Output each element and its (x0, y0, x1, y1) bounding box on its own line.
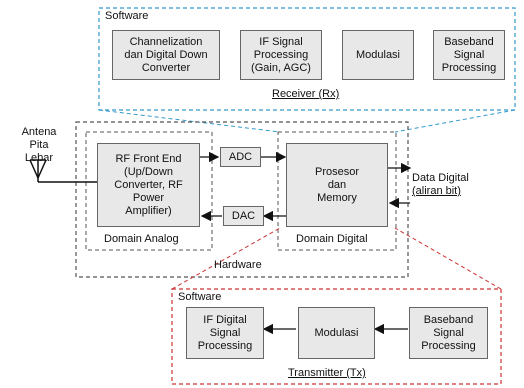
data-digital-sub: (aliran bit) (412, 185, 461, 197)
transmitter-frame (171, 288, 502, 385)
transmitter-funnel-right (394, 227, 502, 290)
data-digital-label: Data Digital (412, 172, 469, 184)
domain-analog-frame (85, 131, 213, 251)
rx-block-baseband: Baseband Signal Processing (433, 30, 505, 80)
receiver-funnel-right (394, 109, 516, 133)
hardware-label: Hardware (214, 259, 262, 271)
antenna-label: Antena Pita Lebar (21, 126, 57, 164)
domain-analog-label: Domain Analog (104, 233, 179, 245)
processor-block: Prosesor dan Memory (286, 143, 388, 227)
dac-block: DAC (223, 206, 264, 226)
antenna-icon (29, 159, 97, 183)
receiver-caption: Receiver (Rx) (272, 88, 340, 100)
rx-block-if-signal: IF Signal Processing (Gain, AGC) (240, 30, 322, 80)
rf-front-end-block: RF Front End (Up/Down Converter, RF Powe… (97, 143, 200, 227)
rx-block-modulasi: Modulasi (342, 30, 414, 80)
tx-block-baseband: Baseband Signal Processing (409, 307, 488, 359)
tx-block-modulasi: Modulasi (298, 307, 375, 359)
hardware-frame (75, 121, 409, 278)
adc-block: ADC (220, 147, 261, 167)
tx-block-if-digital: IF Digital Signal Processing (186, 307, 264, 359)
domain-digital-frame (277, 131, 397, 251)
transmitter-software-label: Software (178, 291, 222, 303)
receiver-software-label: Software (105, 10, 149, 22)
rx-block-channelization: Channelization dan Digital Down Converte… (112, 30, 220, 80)
transmitter-caption: Transmitter (Tx) (288, 367, 366, 379)
domain-digital-label: Domain Digital (296, 233, 368, 245)
receiver-funnel-left (98, 109, 281, 133)
